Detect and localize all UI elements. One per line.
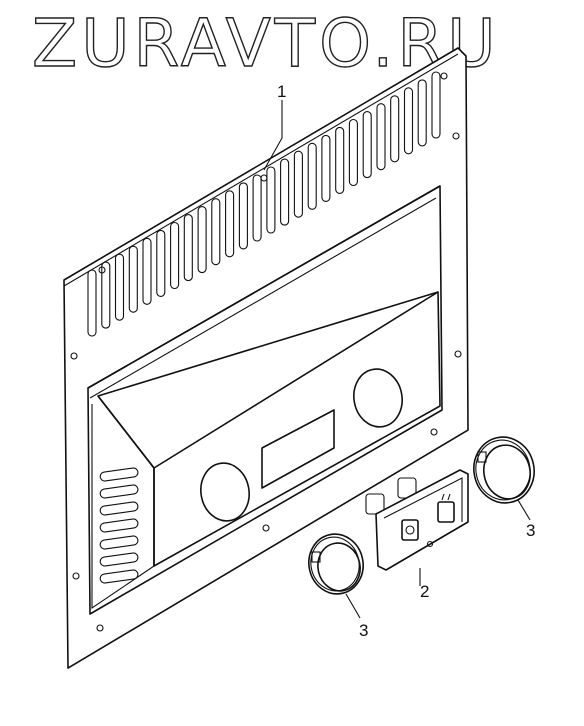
housing-side [91,404,155,610]
vent-slot [431,71,441,139]
leader-bezel-left [345,593,361,619]
vent-slot [156,229,166,297]
vent-slot [142,237,152,305]
vent-slot [362,111,372,179]
side-vent-slots [99,467,139,584]
callout-leaders [263,100,531,619]
vent-slot [376,103,386,171]
bezel-left-lip [310,536,360,592]
housing-bevel-top [97,395,155,469]
indicator-lamp [426,540,434,548]
vent-slot [238,182,248,250]
bezel-left-clip [311,551,321,563]
callout-panel: 1 [277,82,286,101]
panel-vent-slots [87,71,441,337]
leader-panel [263,100,283,171]
vent-slot [307,142,317,210]
switch-block [365,469,469,571]
vent-slot [335,126,345,194]
callout-bezel-right: 3 [526,521,535,540]
vent-slot [417,79,427,147]
vent-slot [114,253,125,321]
switch-plate [375,469,469,571]
display-window [261,409,335,489]
callout-bezel-left: 3 [359,621,368,640]
recess-top-edge [87,185,441,389]
vent-slot [348,118,358,187]
right-knob [437,501,455,523]
vent-slot [266,166,276,234]
housing-face-top [153,291,439,469]
bezel-right-lip [475,439,531,501]
vent-slot [390,95,400,163]
bezel-left-outer [308,533,364,595]
recess-inner-top [89,197,437,399]
vent-slot [101,261,111,329]
instrument-panel [63,47,469,669]
vent-slot [197,206,207,274]
left-knob-cap [405,525,415,535]
vent-slot [252,174,262,242]
vent-slot [403,87,414,155]
vent-slot [170,221,180,290]
vent-slot [211,198,221,266]
callout-switch-block: 2 [420,582,429,601]
vent-slot [87,269,97,337]
bezel-ring-right [473,436,535,504]
vent-slot [128,245,138,313]
bezel-right-clip [477,451,487,463]
right-knob-prongs [441,493,451,501]
left-gauge-opening [200,462,250,522]
left-knob [401,519,419,541]
vent-slot [225,190,235,258]
right-gauge-opening [353,368,403,428]
bezel-ring-left [308,533,364,595]
vent-slot [183,214,193,282]
switch-plate-inner [383,477,463,522]
vent-slot [280,158,290,226]
leader-bezel-right [517,499,531,521]
vent-slot [321,134,331,202]
connector-stub-left [365,493,385,515]
vent-slot [293,150,303,218]
panel-edge-line [63,53,459,287]
watermark-text: ZURAVTO.RU [32,5,500,82]
